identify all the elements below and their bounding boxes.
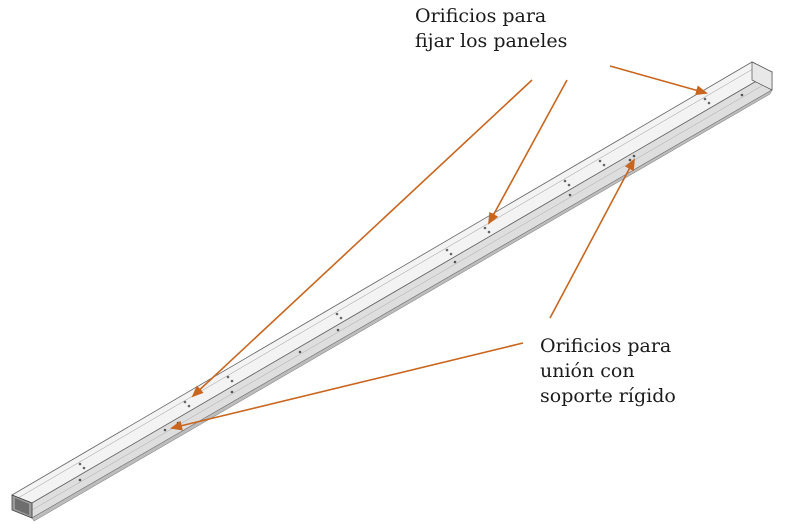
label-panel-holes-line-1: Orificios para (415, 5, 547, 27)
label-panel-holes: Orificios para fijar los paneles (415, 4, 567, 54)
panel-holes (78, 97, 711, 470)
label-support-holes-line-1: Orificios para (540, 335, 672, 357)
beam-bottom-edge (31, 89, 773, 522)
square-tube-beam (11, 61, 773, 522)
arrow-support-hole-1 (549, 158, 635, 319)
arrow-panel-hole-1 (191, 79, 533, 398)
arrows-panel-holes (191, 65, 708, 398)
arrows-support-holes (170, 158, 635, 431)
beam-top-face (11, 61, 773, 504)
label-support-holes-line-3: soporte rígido (540, 385, 676, 407)
label-support-holes: Orificios para unión con soporte rígido (540, 334, 676, 409)
arrow-panel-hole-3 (609, 65, 708, 96)
arrow-support-hole-2 (170, 342, 524, 431)
arrow-panel-hole-2 (488, 79, 568, 225)
label-panel-holes-line-2: fijar los paneles (415, 30, 568, 52)
label-support-holes-line-2: unión con (540, 360, 635, 382)
